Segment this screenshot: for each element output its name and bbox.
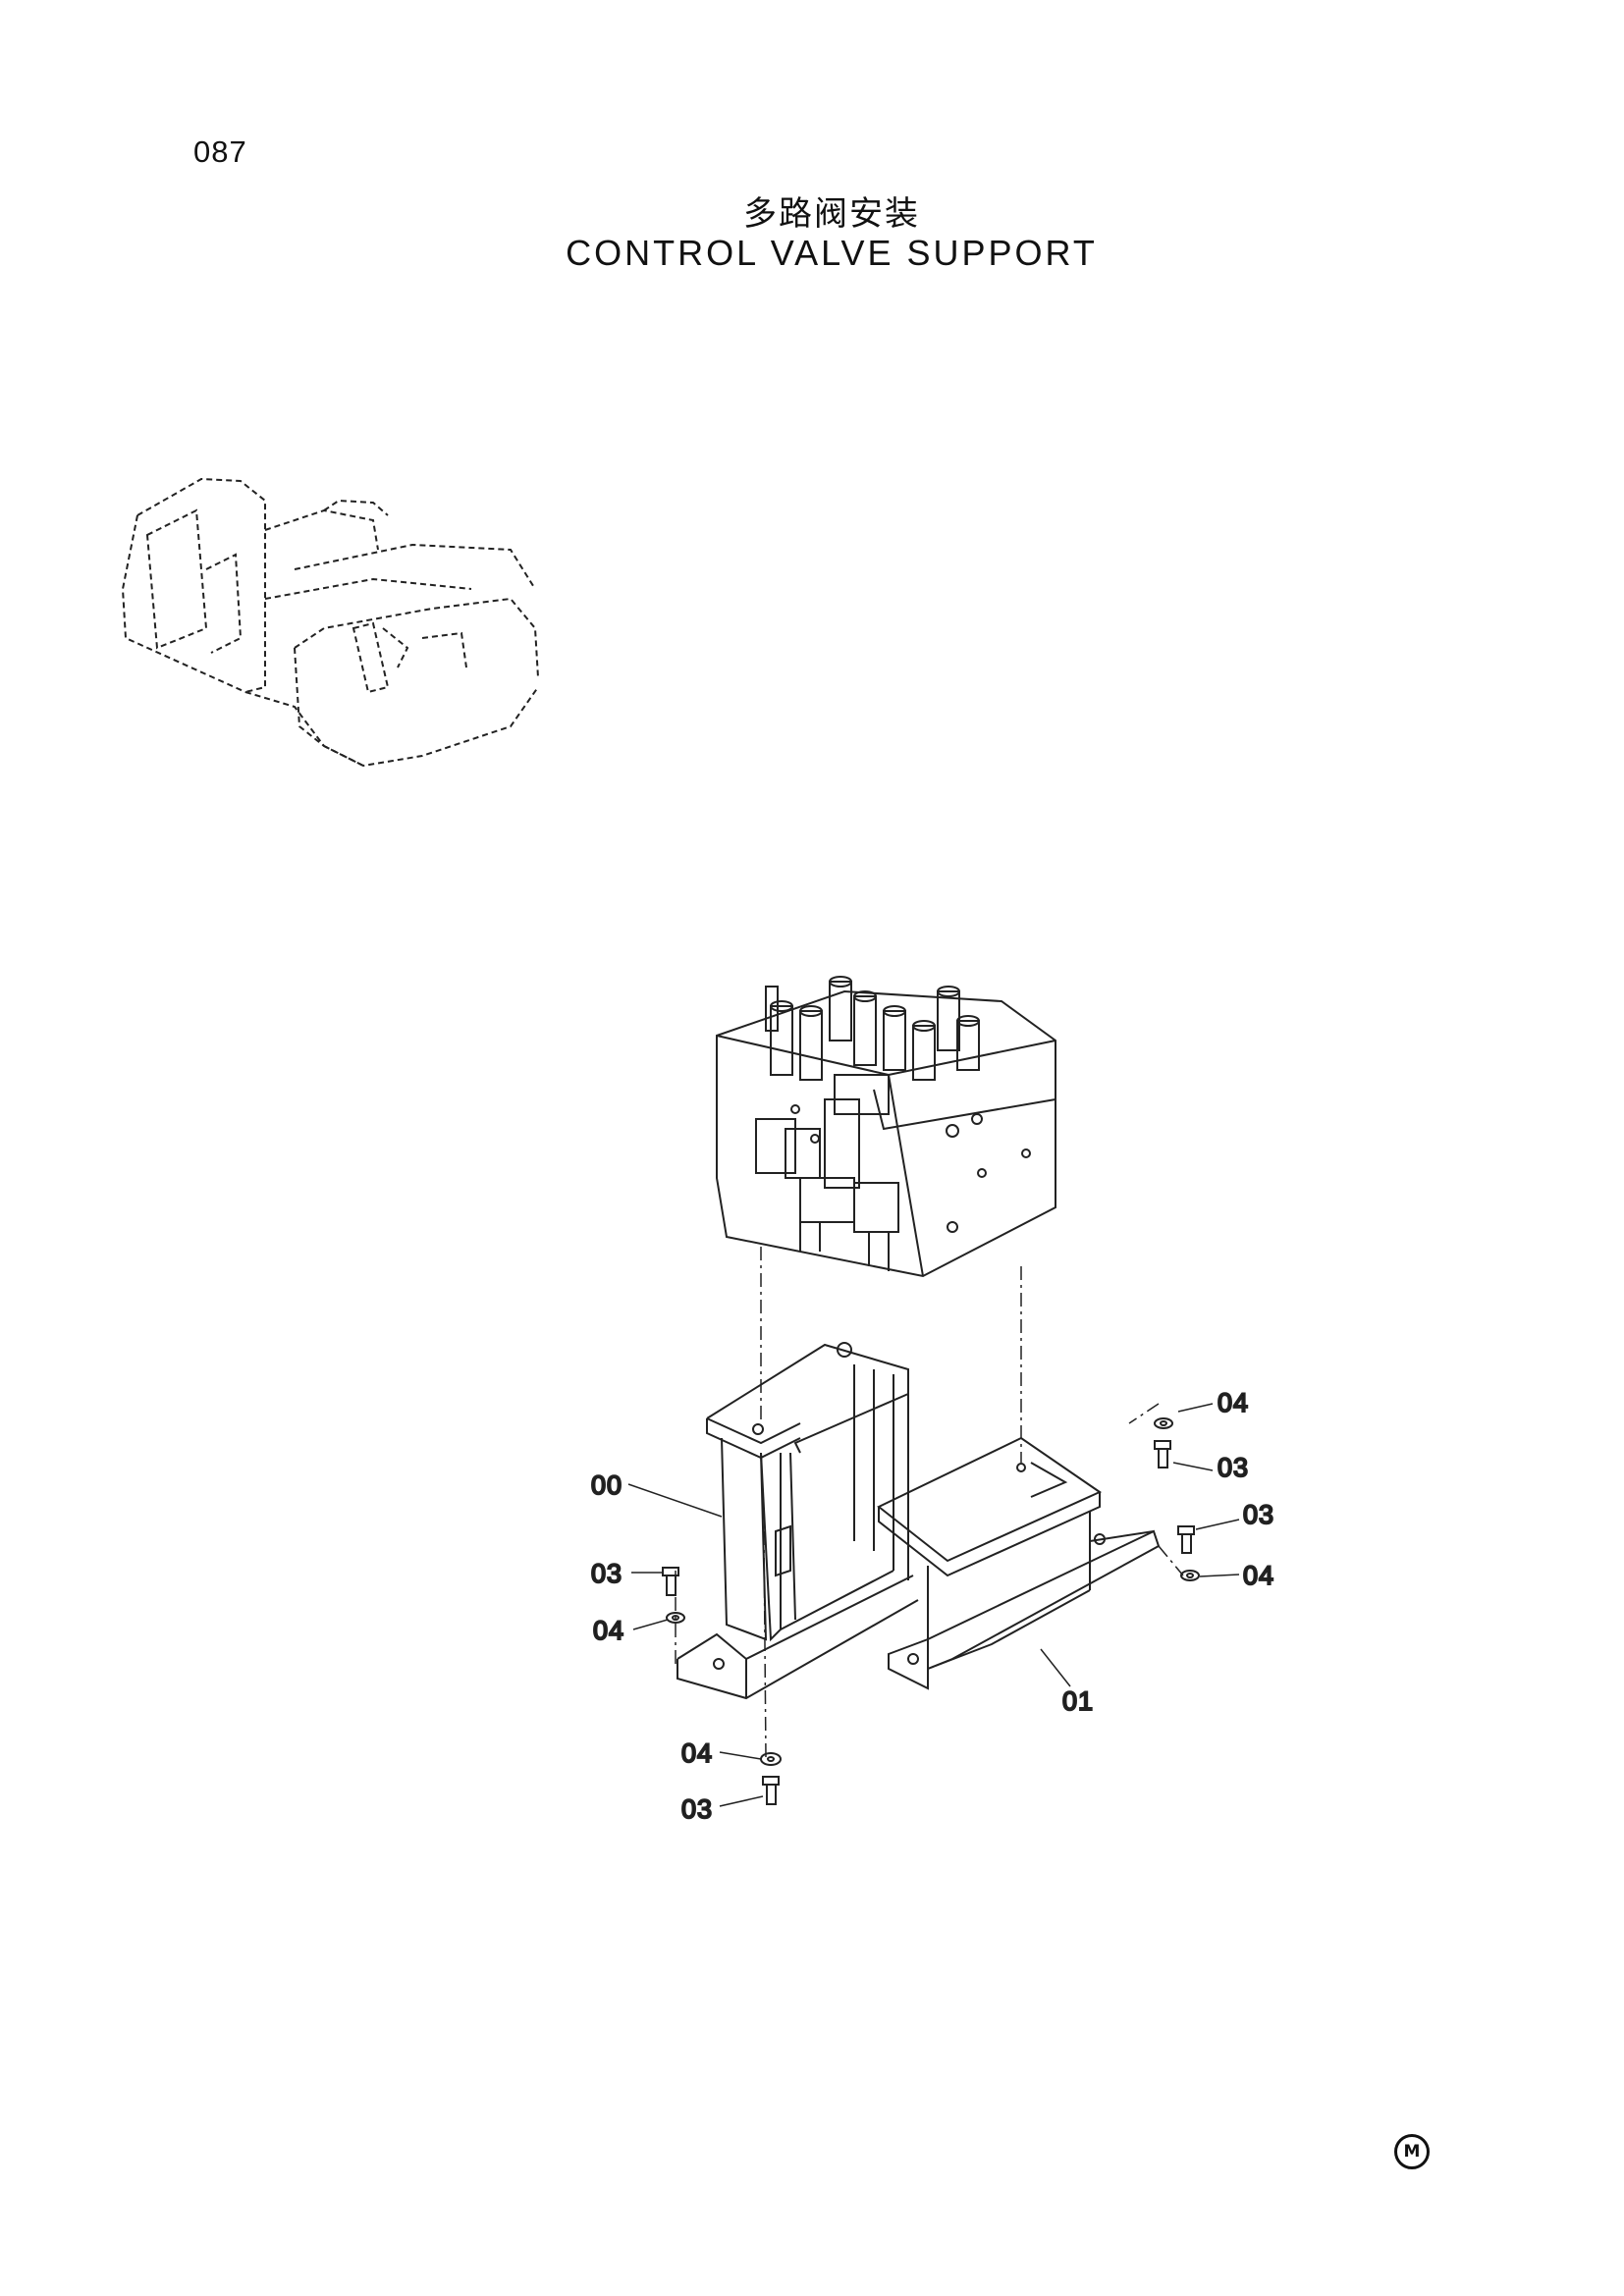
callout-03-left: 03: [591, 1559, 623, 1588]
callout-03-bottom: 03: [681, 1794, 713, 1824]
callout-03-upper-right: 03: [1218, 1453, 1249, 1482]
manufacturer-mark: M: [1394, 2134, 1430, 2169]
callout-04-upper-right: 04: [1218, 1388, 1249, 1417]
leader-lines: [627, 1403, 1240, 1807]
callout-03-right: 03: [1243, 1500, 1274, 1529]
callout-04-bottom: 04: [681, 1738, 713, 1768]
alignment-lines: [675, 1247, 1184, 1758]
bracket-part-00: [677, 1342, 919, 1700]
fasteners: [662, 1417, 1200, 1805]
excavator-locator-sketch: [121, 477, 539, 768]
callout-04-right: 04: [1243, 1561, 1274, 1590]
title-chinese: 多路阀安装: [743, 194, 920, 234]
callout-04-left: 04: [593, 1616, 624, 1645]
title-english: CONTROL VALVE SUPPORT: [566, 233, 1098, 273]
callout-00: 00: [591, 1470, 623, 1500]
control-valve-block: [716, 976, 1056, 1278]
page-number: 087: [193, 134, 247, 169]
bracket-part-01: [877, 1436, 1161, 1690]
callout-01: 01: [1062, 1686, 1094, 1716]
